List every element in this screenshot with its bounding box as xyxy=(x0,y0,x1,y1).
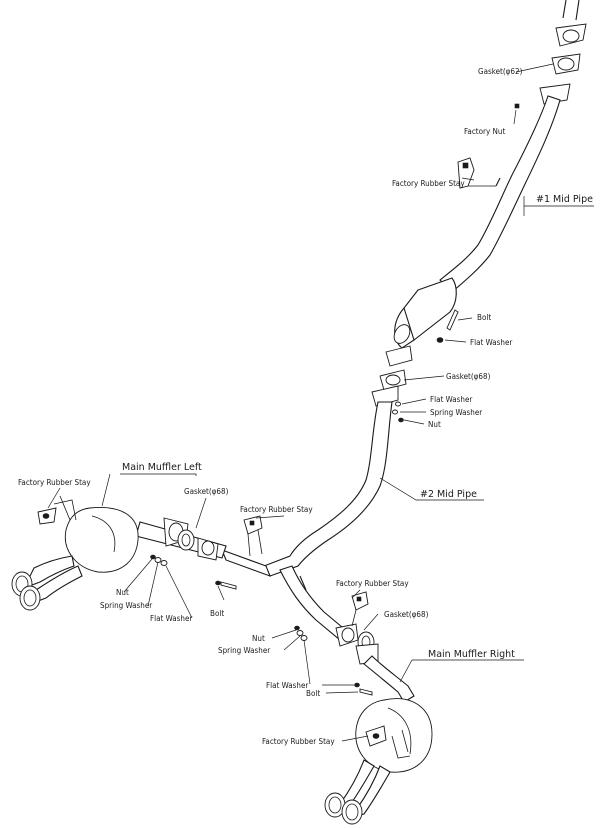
gasket-68-left xyxy=(177,529,219,561)
label-nut-right: Nut xyxy=(252,634,265,643)
rubber-stay-top xyxy=(457,157,496,189)
rubber-stay-left xyxy=(37,495,77,525)
label-rubber-stay-left: Factory Rubber Stay xyxy=(18,478,91,487)
label-spring-washer-right: Spring Washer xyxy=(218,646,270,655)
label-rubber-stay-bottom: Factory Rubber Stay xyxy=(262,737,335,746)
rubber-stay-bottom xyxy=(365,725,411,759)
rubber-stay-right xyxy=(351,591,369,627)
upstream-pipe-flange xyxy=(555,0,587,47)
label-spring-washer-mid: Spring Washer xyxy=(430,408,482,417)
factory-nut xyxy=(514,103,520,109)
label-gasket-68-left: Gasket(φ68) xyxy=(184,487,229,496)
rubber-stay-center xyxy=(243,515,263,557)
label-flat-washer-left: Flat Washer xyxy=(150,614,192,623)
gasket-62 xyxy=(551,53,581,75)
label-main-muffler-left: Main Muffler Left xyxy=(122,462,202,473)
label-gasket-68-mid: Gasket(φ68) xyxy=(446,372,491,381)
label-flat-washer-right: Flat Washer xyxy=(266,681,308,690)
left-hardware xyxy=(150,554,237,590)
label-bolt-right: Bolt xyxy=(306,689,320,698)
label-gasket-68-right: Gasket(φ68) xyxy=(384,610,429,619)
label-nut-mid: Nut xyxy=(428,420,441,429)
labels: Gasket(φ62) Factory Nut Factory Rubber S… xyxy=(18,67,593,746)
main-muffler-right xyxy=(324,643,433,825)
mid-pipe-2 xyxy=(221,385,404,641)
label-nut-left: Nut xyxy=(116,588,129,597)
label-factory-nut: Factory Nut xyxy=(464,127,505,136)
label-rubber-stay-center: Factory Rubber Stay xyxy=(240,505,313,514)
label-main-muffler-right: Main Muffler Right xyxy=(428,649,515,660)
label-bolt-left: Bolt xyxy=(210,609,224,618)
label-mid-pipe-1: #1 Mid Pipe xyxy=(536,194,593,205)
bolt-mid xyxy=(436,309,459,343)
label-bolt-mid: Bolt xyxy=(477,313,491,322)
gasket-68-mid xyxy=(379,369,407,391)
label-mid-pipe-2: #2 Mid Pipe xyxy=(420,489,477,500)
label-rubber-stay-top: Factory Rubber Stay xyxy=(392,179,465,188)
label-spring-washer-left: Spring Washer xyxy=(100,601,152,610)
label-flat-washer-mid2: Flat Washer xyxy=(430,395,472,404)
label-gasket-62: Gasket(φ62) xyxy=(478,67,523,76)
label-flat-washer-mid: Flat Washer xyxy=(470,338,512,347)
mid-pipe-1 xyxy=(385,83,571,367)
leader-lines xyxy=(47,63,594,742)
label-rubber-stay-right: Factory Rubber Stay xyxy=(336,579,409,588)
